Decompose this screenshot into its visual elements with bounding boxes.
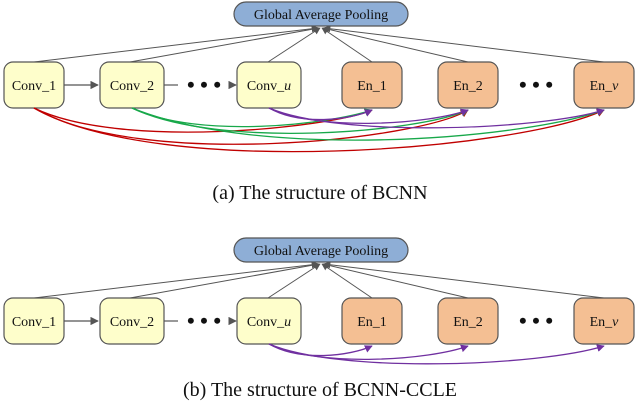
conv-u-label-a: Conv_u <box>247 79 291 94</box>
en-2-node-a: En_2 <box>437 61 499 109</box>
en-v-node-a: En_v <box>573 61 635 109</box>
diagram-b: Global Average Pooling • • • • • • Conv_… <box>3 237 635 401</box>
ellipsis-b-left: • • • <box>187 308 221 333</box>
en-1-node-b: En_1 <box>341 297 403 345</box>
conv-1-label-b: Conv_1 <box>12 315 56 330</box>
en-v-label-b: En_v <box>590 315 620 330</box>
gap-label-a: Global Average Pooling <box>254 8 388 23</box>
ellipsis-a-left: • • • <box>187 72 221 97</box>
en-2-node-b: En_2 <box>437 297 499 345</box>
gap-node-a: Global Average Pooling <box>233 1 409 27</box>
conv-u-node-b: Conv_u <box>236 297 302 345</box>
caption-a: (a) The structure of BCNN <box>212 182 427 204</box>
en-2-label-b: En_2 <box>453 315 483 330</box>
en-1-node-a: En_1 <box>341 61 403 109</box>
en-v-label-a: En_v <box>590 79 620 94</box>
purple-connections-b <box>268 343 605 365</box>
en-1-label-a: En_1 <box>357 79 387 94</box>
purple-connections-a <box>268 107 605 129</box>
conv-1-label-a: Conv_1 <box>12 79 56 94</box>
ellipsis-a-right: • • • <box>519 72 553 97</box>
conv-2-label-a: Conv_2 <box>110 79 154 94</box>
en-2-label-a: En_2 <box>453 79 483 94</box>
caption-b: (b) The structure of BCNN-CCLE <box>183 379 457 401</box>
en-1-label-b: En_1 <box>357 315 387 330</box>
green-connections-a <box>131 107 605 141</box>
gap-arrows-b <box>33 261 605 299</box>
gap-node-b: Global Average Pooling <box>233 237 409 263</box>
conv-2-label-b: Conv_2 <box>110 315 154 330</box>
conv-u-node-a: Conv_u <box>236 61 302 109</box>
en-v-node-b: En_v <box>573 297 635 345</box>
gap-label-b: Global Average Pooling <box>254 244 388 259</box>
diagram-a: Global Average Pooling • • • • • • Conv_… <box>3 1 635 204</box>
conv-u-label-b: Conv_u <box>247 315 291 330</box>
conv-1-node-b: Conv_1 <box>3 297 65 345</box>
conv-2-node-b: Conv_2 <box>99 297 165 345</box>
gap-arrows-a <box>33 25 605 63</box>
conv-1-node-a: Conv_1 <box>3 61 65 109</box>
red-connections-a <box>33 107 605 153</box>
ellipsis-b-right: • • • <box>519 308 553 333</box>
conv-2-node-a: Conv_2 <box>99 61 165 109</box>
